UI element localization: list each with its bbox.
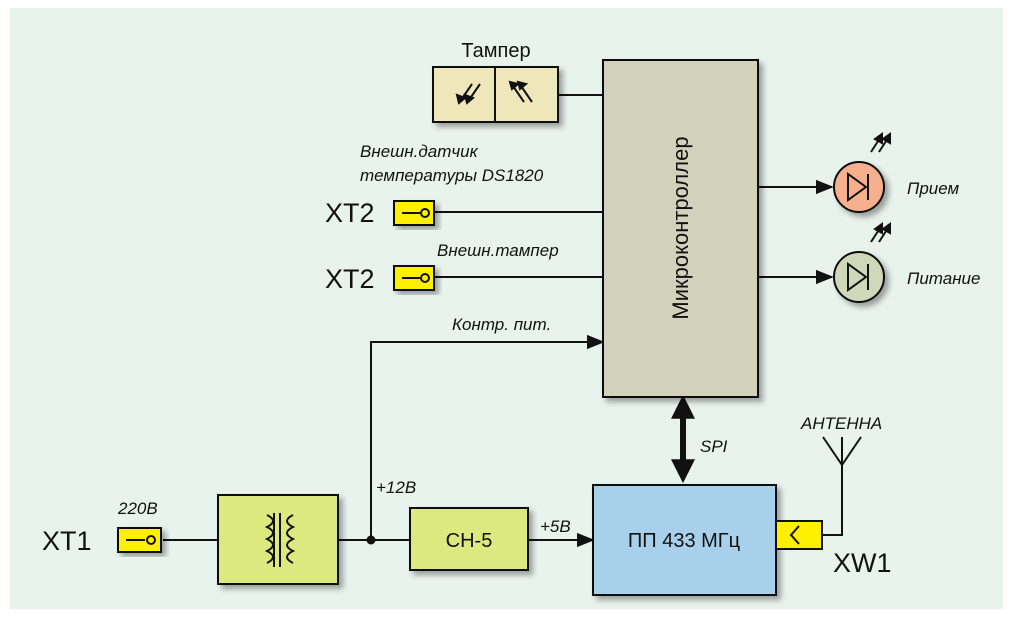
led-receive-icon — [833, 132, 891, 213]
spi-label: SPI — [700, 437, 728, 456]
transformer-icon — [264, 513, 296, 567]
regulator-block — [409, 507, 529, 571]
temp-sensor-label-line1: Внешн.датчик — [360, 142, 479, 161]
power-led-label: Питание — [907, 269, 980, 288]
tamper-label: Тампер — [461, 40, 530, 62]
terminal-screw-icon — [393, 200, 435, 226]
rf-connector-icon — [775, 520, 823, 550]
microcontroller-block — [602, 59, 759, 398]
photo-receive-arrows-icon — [455, 83, 481, 105]
antenna-icon — [822, 436, 862, 467]
antenna-label: АНТЕННА — [800, 414, 882, 433]
terminal-screw-icon — [393, 265, 435, 291]
photo-emit-arrows-icon — [508, 80, 533, 103]
junction-dot — [366, 535, 376, 545]
microcontroller-label: Микроконтроллер — [668, 136, 693, 319]
tamper-block — [432, 66, 559, 123]
terminal-screw-icon — [117, 527, 162, 553]
ext-tamper-label: Внешн.тампер — [437, 241, 559, 260]
transceiver-block — [592, 484, 777, 596]
xt1-label: XT1 — [42, 526, 92, 556]
temp-sensor-label-line2: температуры DS1820 — [360, 166, 544, 185]
transceiver-label: ПП 433 МГц — [628, 530, 740, 552]
led-power-icon — [833, 222, 891, 303]
transformer-block — [217, 494, 339, 585]
xt2-temp-label: XT2 — [325, 198, 375, 228]
wires — [163, 94, 843, 548]
220v-label: 220B — [117, 499, 158, 518]
xw1-label: XW1 — [833, 548, 892, 578]
power-control-label: Контр. пит. — [452, 315, 551, 334]
regulator-label: CH-5 — [446, 530, 493, 552]
xt2-tamper-label: XT2 — [325, 264, 375, 294]
5v-label: +5B — [540, 517, 571, 536]
12v-label: +12B — [376, 478, 416, 497]
receive-label: Прием — [907, 179, 959, 198]
